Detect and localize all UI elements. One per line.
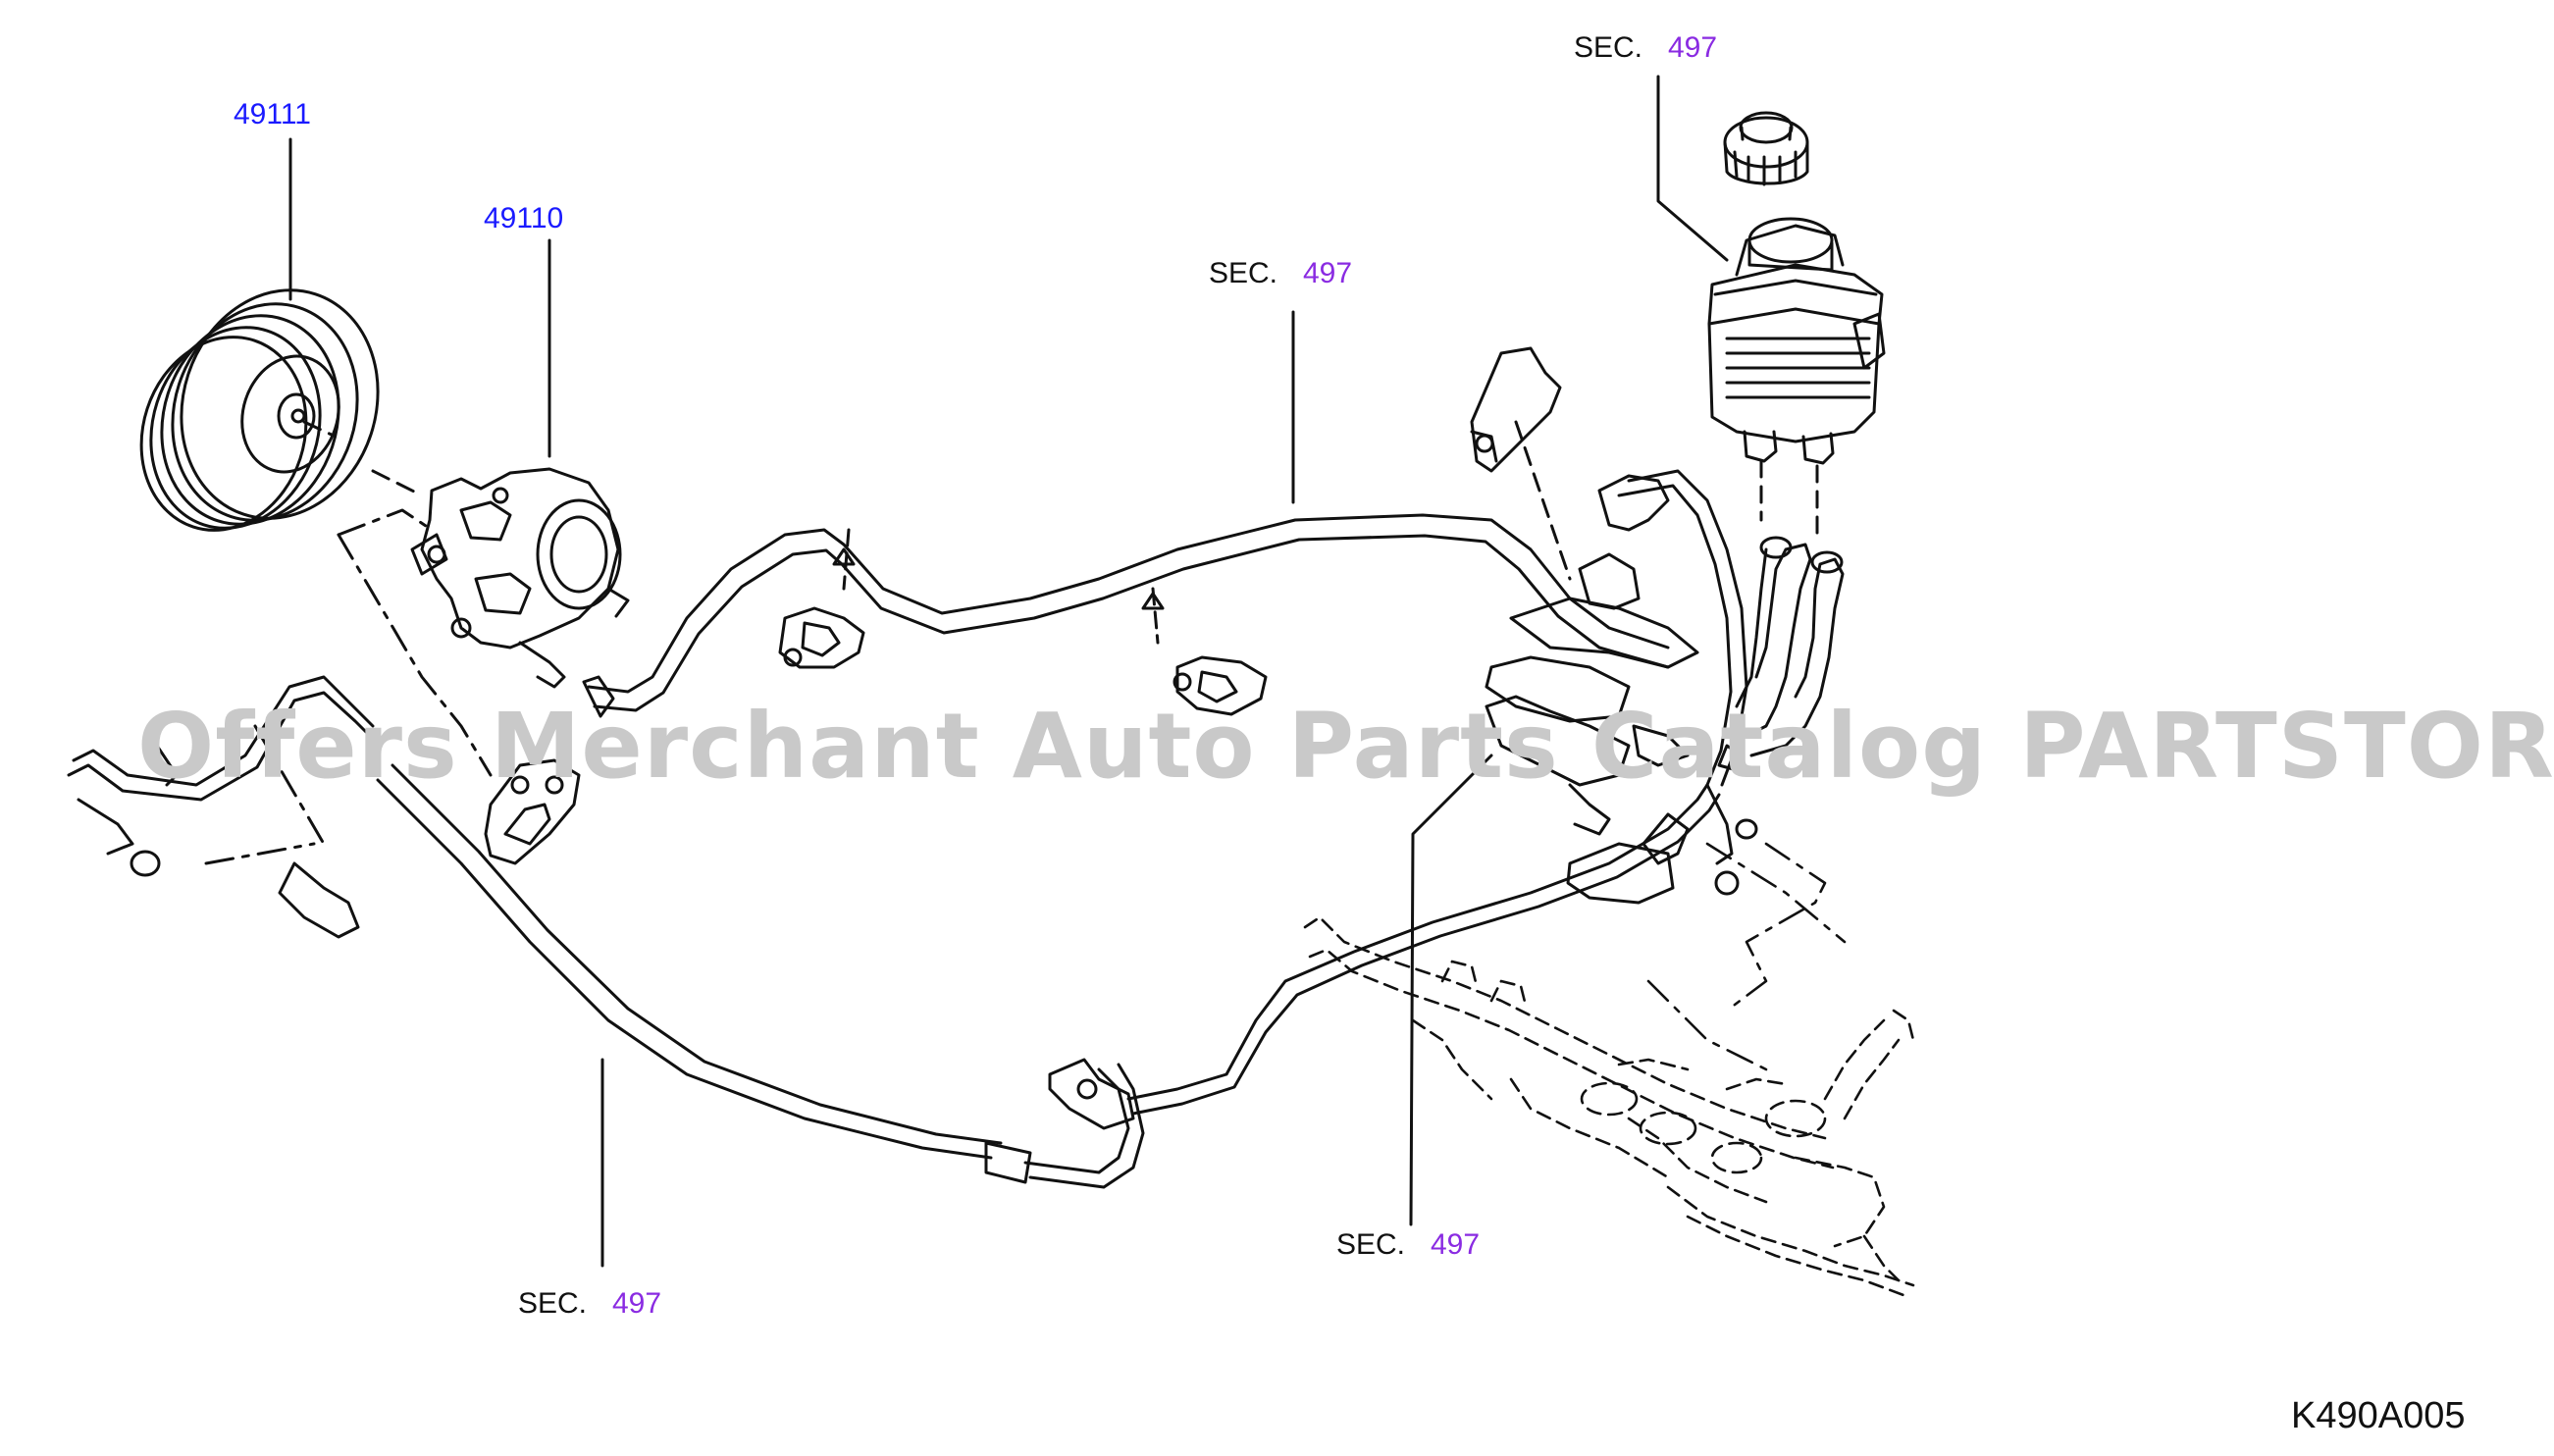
watermark: Offers Merchant Auto Parts Catalog PARTS… [137, 694, 2554, 799]
section-prefix: SEC. [518, 1287, 587, 1320]
hose-clamp [778, 606, 865, 669]
reservoir-cap [1723, 111, 1809, 186]
pressure-hose-illustration [67, 675, 377, 939]
pulley-illustration [139, 288, 380, 532]
section-prefix: SEC. [1336, 1228, 1405, 1261]
section-number[interactable]: 497 [1431, 1228, 1480, 1261]
mounting-bracket [1470, 346, 1572, 581]
reservoir-hoses [1735, 459, 1845, 757]
section-reference-top-right[interactable]: SEC. 497 [1574, 31, 1717, 64]
section-reference-center[interactable]: SEC. 497 [1209, 257, 1352, 289]
part-number-text[interactable]: 49111 [234, 98, 311, 130]
hose-clamp [1173, 655, 1268, 716]
section-number[interactable]: 497 [1668, 31, 1717, 64]
diagram-code: K490A005 [2291, 1395, 2466, 1436]
part-label-49110[interactable]: 49110 [484, 202, 563, 234]
reservoir-tank [1707, 217, 1886, 465]
steering-gear-phantom [1303, 915, 1915, 1297]
hose-junction [1485, 469, 1748, 905]
section-prefix: SEC. [1209, 257, 1277, 289]
section-number[interactable]: 497 [1303, 257, 1352, 289]
pump-illustration [371, 467, 630, 689]
section-reference-lower-left[interactable]: SEC. 497 [518, 1287, 661, 1320]
section-number[interactable]: 497 [612, 1287, 661, 1320]
section-reference-lower-center[interactable]: SEC. 497 [1336, 1228, 1480, 1261]
bracket-illustration [337, 508, 581, 865]
high-pressure-hose [376, 763, 1721, 1189]
part-number-text[interactable]: 49110 [484, 202, 563, 234]
part-label-49111[interactable]: 49111 [234, 98, 311, 130]
gear-connection-leaders [1646, 842, 1847, 1071]
return-hose [582, 513, 1670, 718]
section-prefix: SEC. [1574, 31, 1642, 64]
